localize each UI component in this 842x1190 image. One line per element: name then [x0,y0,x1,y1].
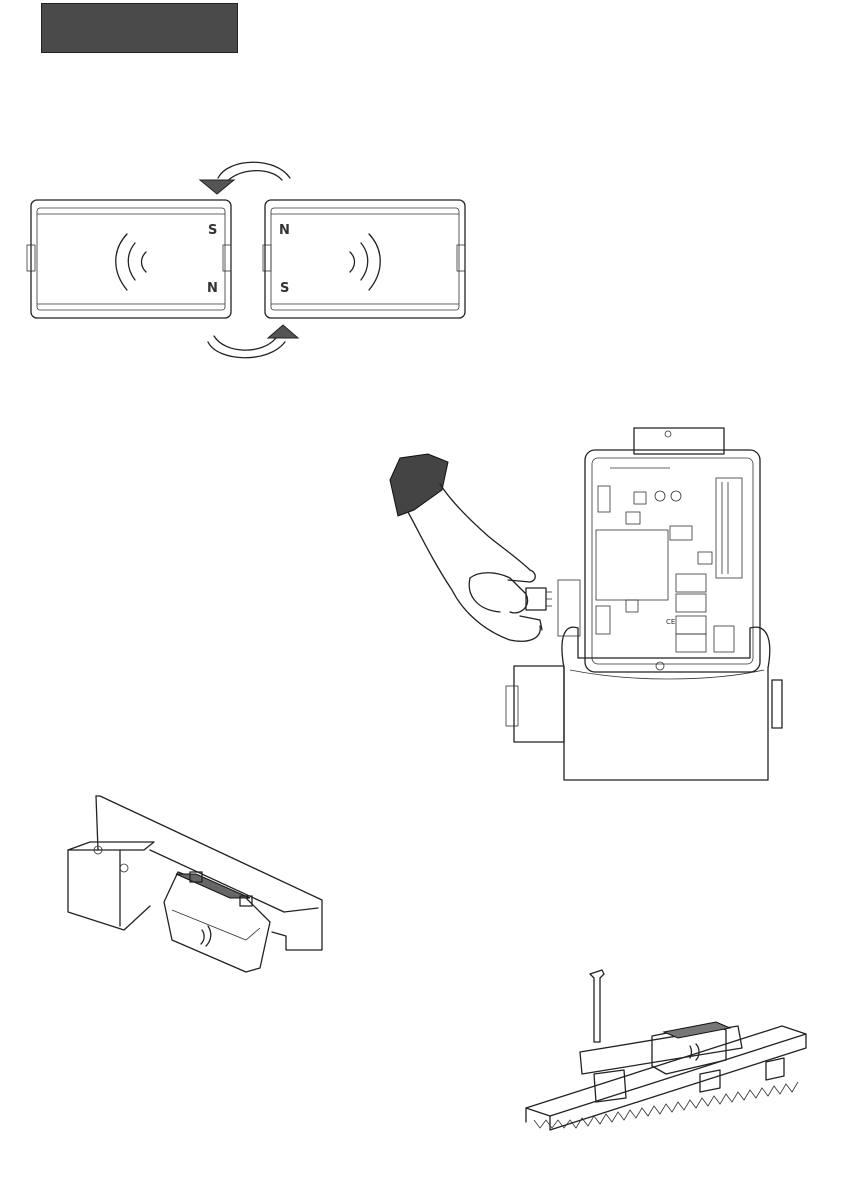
pole-label: N [207,281,218,296]
section-header-box [41,3,238,53]
control-housing: CE [506,428,782,780]
ce-mark: CE [666,618,675,626]
rotate-top-arrow-icon [200,162,290,194]
pole-label: N [279,223,290,238]
magnet-rotation-illustration: S N N S [0,150,842,370]
hand-icon [390,454,552,641]
pole-label: S [208,223,217,238]
magnet-right: N S [263,200,465,318]
allen-key-icon [590,970,604,1042]
magnet-bracket-illustration [60,790,330,980]
magnet-left: S N [27,200,231,318]
rack-mount-illustration [520,970,830,1150]
pole-label: S [280,281,289,296]
control-unit-illustration: CE [370,420,790,790]
rotate-bottom-arrow-icon [208,325,298,358]
